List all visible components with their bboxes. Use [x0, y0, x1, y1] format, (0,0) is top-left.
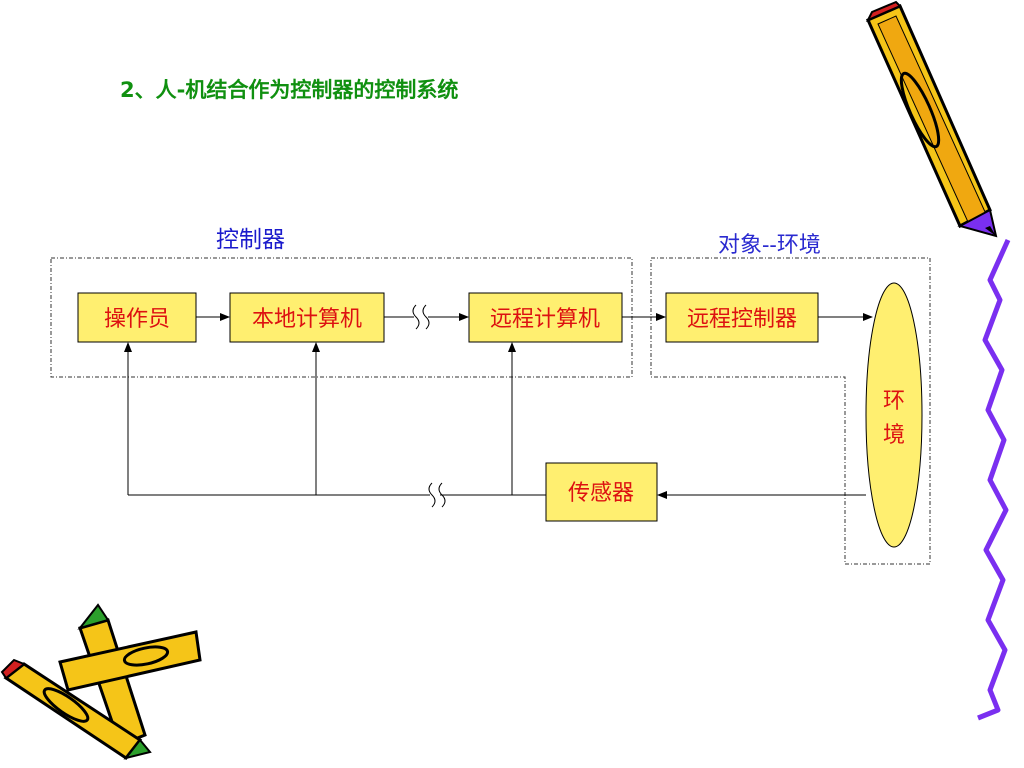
remote-computer-label: 远程计算机	[490, 307, 600, 332]
purple-squiggle-border-icon	[977, 238, 1011, 721]
crossed-pencils-icon-bottom-left	[0, 603, 202, 761]
object-group-boundary	[650, 257, 931, 565]
slide-title: 2、人-机结合作为控制器的控制系统	[120, 78, 459, 102]
delay-squiggle-icon-feedback	[428, 482, 446, 508]
delay-squiggle-icon-forward	[412, 304, 430, 330]
local-computer-block: 本地计算机	[229, 292, 385, 343]
sensor-block: 传感器	[545, 462, 658, 522]
operator-label: 操作员	[104, 307, 170, 332]
remote-computer-block: 远程计算机	[468, 292, 623, 343]
object-environment-group-label: 对象--环境	[718, 233, 821, 258]
environment-label-char1: 环	[883, 389, 905, 414]
remote-controller-block: 远程控制器	[665, 292, 819, 343]
controller-group-label: 控制器	[216, 227, 285, 253]
sensor-label: 传感器	[568, 481, 634, 506]
operator-block: 操作员	[77, 292, 197, 343]
local-computer-label: 本地计算机	[252, 307, 362, 332]
pencil-icon-top-right	[865, 0, 998, 238]
environment-label-char2: 境	[883, 423, 905, 448]
remote-controller-label: 远程控制器	[687, 307, 797, 332]
environment-ellipse: 环 境	[865, 282, 923, 548]
